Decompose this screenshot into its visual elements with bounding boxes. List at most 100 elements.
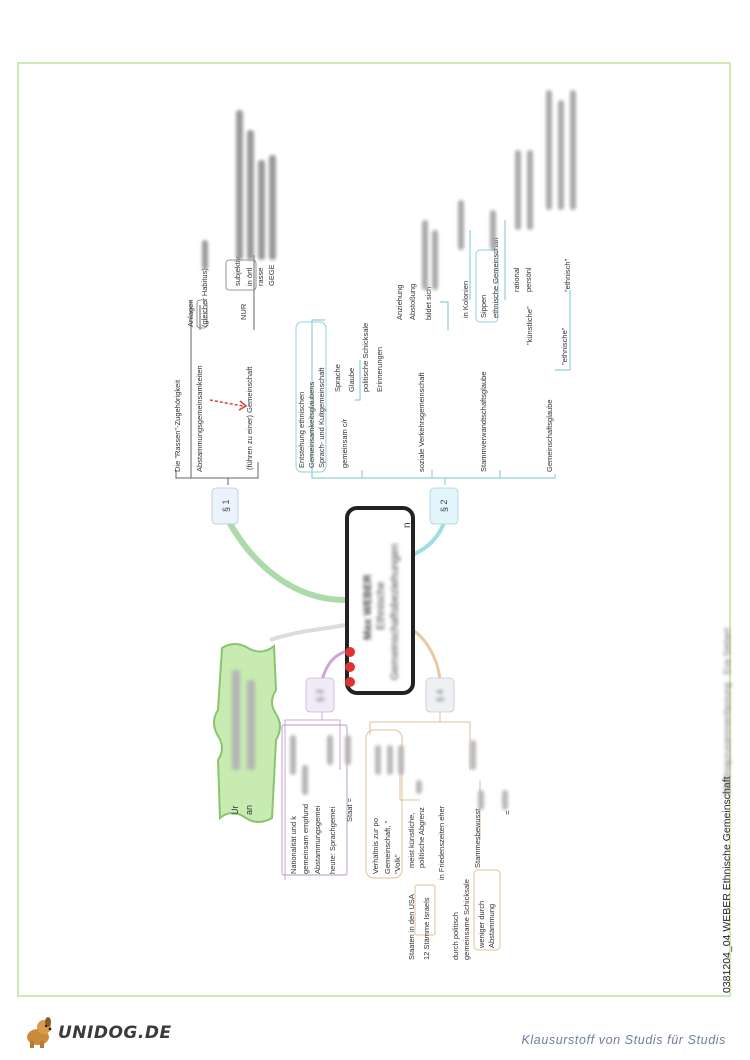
s1-sub2: in örtl xyxy=(245,267,254,286)
unidog-logo[interactable]: UNIDOG.DE xyxy=(22,1015,171,1049)
logo-text: UNIDOG.DE xyxy=(58,1023,172,1043)
s2-labels: Entstehung ethnischen Gemeinsamkeitsglau… xyxy=(297,237,572,472)
badge-s2-box xyxy=(429,487,459,525)
side-title-blurred: Mindmapzusammenfassung · Eva Siebert xyxy=(722,627,732,795)
s2-ethnische-gem: ethnische Gemeinschaft xyxy=(491,237,500,318)
s2-erinnerungen: Erinnerungen xyxy=(375,347,384,392)
root-line2: Ethnische xyxy=(375,582,387,630)
s2-sippen: Sippen xyxy=(479,295,488,318)
s3-gemeinsam-empfund: gemeinsam empfund xyxy=(301,804,310,874)
s2-lines xyxy=(311,220,571,485)
s4-blurred-block xyxy=(375,740,508,810)
s2-glaube: Glaube xyxy=(347,368,356,392)
s1-box-right xyxy=(225,259,257,291)
s2-gemeinschaftsglaube: Gemeinschaftsglaube xyxy=(545,399,554,472)
s2-anziehung: Anziehung xyxy=(395,285,404,320)
s2-entstehung3: Sprach- und Kultgemeinschaft xyxy=(317,367,326,468)
root-letter-n: n xyxy=(402,522,413,528)
badge-s1-label: § 1 xyxy=(221,499,231,512)
s2-sprache: Sprache xyxy=(333,364,342,392)
s1-lines xyxy=(175,255,259,485)
s4-dash: = xyxy=(503,810,512,815)
badge-s3-box xyxy=(305,677,335,713)
s4-israels: 12 Stämme Israels xyxy=(422,897,431,960)
s1-gleicher: (gleicher Habitus) xyxy=(200,268,209,327)
badge-s1-box xyxy=(211,487,239,525)
s3-heute: heute: Sprachgemei xyxy=(328,807,337,874)
s2-verkehr: soziale Verkehrsgemeinschaft xyxy=(417,371,426,472)
s1-rassen: Die "Rassen"-Zugehörigkeit xyxy=(173,379,182,472)
s3-lines xyxy=(284,710,341,880)
s4-friedenszeiten: in Friedenszeiten eher xyxy=(437,805,446,880)
s2-box-sippen xyxy=(475,249,499,323)
badge-s2-label: § 2 xyxy=(439,499,449,512)
s2-blurred-block xyxy=(422,90,576,290)
s1-sub3: rasse xyxy=(256,268,265,286)
s4-weniger1: weniger durch xyxy=(477,901,486,949)
s3-note-line1: Ur xyxy=(230,806,240,816)
s2-abstossung: Abstoßung xyxy=(408,284,417,320)
branch-s1-curve xyxy=(225,518,346,603)
page-frame xyxy=(17,62,731,997)
s3-labels: Ur an Nationalität und k gemeinsam empfu… xyxy=(230,797,354,874)
dog-icon xyxy=(27,1017,52,1048)
root-line3: Gemeinschaftsbeziehungen xyxy=(389,544,401,680)
s2-gemeinsam: gemeinsam c/r xyxy=(340,418,349,468)
s2-bildet: bildet sich xyxy=(424,287,433,320)
s1-labels: Die "Rassen"-Zugehörigkeit Abstammungsge… xyxy=(173,257,276,472)
side-title: 0381204_04 WEBER Ethnische Gemeinschaft xyxy=(721,776,733,993)
s1-sub1: subjektiv xyxy=(233,257,242,286)
s1-anlagen: Anlagen xyxy=(186,299,195,327)
s2-ethnisch-ref: "ethnisch" xyxy=(563,258,572,292)
s1-sub4: GEGE xyxy=(267,264,276,286)
s3-nationalitaet: Nationalität und k xyxy=(289,816,298,874)
s4-durch-politisch2: gemeinsame Schicksale xyxy=(462,879,471,960)
s2-rational: rational xyxy=(512,267,521,292)
s4-volk: "Volk" xyxy=(393,854,402,874)
s2-kuenstliche: "künstliche" xyxy=(525,306,534,345)
root-text: Max WEBER Ethnische Gemeinschaftsbeziehu… xyxy=(362,544,401,680)
s2-stamm: Stammverwandtschaftsglaube xyxy=(479,372,488,472)
s2-entstehung2: Gemeinsamkeitsglaubens xyxy=(307,381,316,468)
s1-blurred-block xyxy=(202,110,276,270)
s2-persoenlich: persönl xyxy=(524,267,533,292)
s4-labels: Verhältnis zur po Gemeinschaft, " "Volk"… xyxy=(371,805,496,960)
s2-ethnische: "ethnische" xyxy=(560,327,569,365)
s3-note-line2: an xyxy=(244,805,254,815)
s3-staat: Staat = xyxy=(345,797,354,822)
s4-stammesbewusst: Stammesbewusst xyxy=(473,808,482,868)
root-marker-2 xyxy=(345,662,355,672)
s1-abstammung: Abstammungsgemeinsamkeiten xyxy=(195,365,204,472)
s3-box-nationalitaet xyxy=(281,724,348,876)
root-marker-3 xyxy=(345,677,355,687)
s2-entstehung1: Entstehung ethnischen xyxy=(297,392,306,468)
root-line1: Max WEBER xyxy=(362,575,374,640)
s2-schicksale: politische Schicksale xyxy=(361,323,370,392)
s1-red-arrow xyxy=(209,399,244,407)
s4-verhaeltnis1: Verhältnis zur po xyxy=(371,818,380,874)
s2-box-entstehung xyxy=(295,321,327,473)
s4-box-weniger xyxy=(473,869,501,951)
s3-abstammungsgemein: Abstammungsgemei xyxy=(313,805,322,874)
s4-box-israels xyxy=(414,884,436,936)
s4-box-verhaeltnis xyxy=(365,729,403,879)
root-marker-1 xyxy=(345,647,355,657)
s1-nur: NUR xyxy=(239,303,248,320)
s1-fuehren: (führen zu einer) Gemeinschaft xyxy=(245,366,254,470)
s4-politische-abgrenz: politische Abgrenz xyxy=(417,807,426,868)
s4-verhaeltnis2: Gemeinschaft, " xyxy=(383,821,392,874)
s4-durch-politisch1: durch politisch xyxy=(451,912,460,960)
badge-s3-label: § 3 xyxy=(315,689,325,702)
s4-weniger2: Abstammung xyxy=(487,904,496,948)
footer-slogan: Klausurstoff von Studis für Studis xyxy=(521,1033,726,1047)
badge-s4-box xyxy=(425,677,455,713)
branch-s3-curve xyxy=(269,623,346,642)
s4-meist: meist künstliche, xyxy=(407,813,416,868)
s2-kolonien: in Kolonien xyxy=(461,281,470,318)
s1-box-sub xyxy=(196,299,208,329)
s3-blurred-block xyxy=(232,670,351,795)
badge-s4-label: § 4 xyxy=(435,689,445,702)
root-node xyxy=(345,506,415,695)
s4-staaten-usa: Staaten in den USA xyxy=(407,894,416,960)
